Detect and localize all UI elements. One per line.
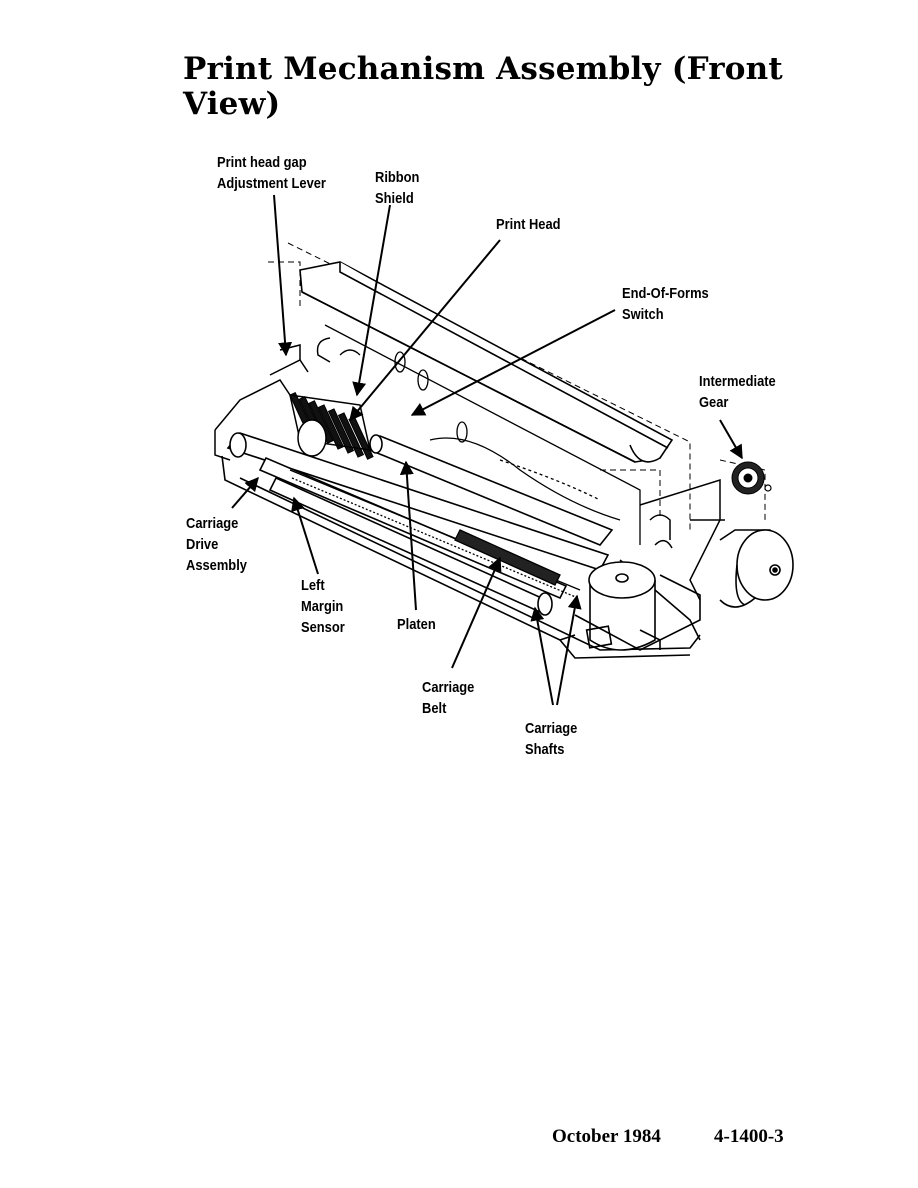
callout-left-margin-sensor: Left Margin Sensor xyxy=(301,575,345,638)
callout-text: Shield xyxy=(375,190,414,207)
footer-date: October 1984 xyxy=(552,1126,661,1147)
callout-platen: Platen xyxy=(397,614,436,635)
right-motor xyxy=(719,529,794,608)
title-line-2: View) xyxy=(183,86,281,122)
paper-chute xyxy=(324,324,641,545)
carriage-shafts-leader-1 xyxy=(530,606,554,706)
callout-text: Sensor xyxy=(301,619,345,636)
callout-text: Gear xyxy=(699,394,729,411)
callout-text: Intermediate xyxy=(699,373,776,390)
left-margin-leader xyxy=(291,496,319,575)
callout-text: Margin xyxy=(301,598,344,615)
ribbon-guide-bar xyxy=(299,261,674,463)
print-head-cluster xyxy=(289,391,374,460)
callout-text: Ribbon xyxy=(375,169,420,186)
callout-carriage-drive-assembly: Carriage Drive Assembly xyxy=(186,513,247,576)
callout-text: Assembly xyxy=(186,557,247,574)
ribbon-shield-leader xyxy=(352,204,391,397)
carriage-belt xyxy=(289,469,581,599)
title-line-1: Print Mechanism Assembly (Front xyxy=(183,51,783,87)
print-head-leader xyxy=(349,239,501,422)
callout-text: Print head gap xyxy=(217,154,307,171)
callout-text: Shafts xyxy=(525,741,565,758)
callout-text: End-Of-Forms xyxy=(622,285,709,302)
callout-text: Switch xyxy=(622,306,664,323)
callout-ribbon-shield: Ribbon Shield xyxy=(375,167,419,209)
callout-end-of-forms-switch: End-Of-Forms Switch xyxy=(622,283,709,325)
callout-text: Belt xyxy=(422,700,447,717)
callout-text: Carriage xyxy=(525,720,578,737)
callout-carriage-belt: Carriage Belt xyxy=(422,677,474,719)
footer-page-number: 4-1400-3 xyxy=(714,1126,784,1147)
leader-lines xyxy=(231,194,743,706)
carriage-drive-leader xyxy=(231,476,259,509)
intermediate-gear xyxy=(731,461,772,495)
callout-intermediate-gear: Intermediate Gear xyxy=(699,371,776,413)
callout-print-head: Print Head xyxy=(496,214,561,235)
callout-text: Platen xyxy=(397,616,436,633)
end-of-forms-leader xyxy=(410,309,616,416)
drive-motor xyxy=(574,561,701,651)
callout-text: Print Head xyxy=(496,216,561,233)
base-plate xyxy=(221,455,701,659)
callout-text: Left xyxy=(301,577,325,594)
callout-text: Adjustment Lever xyxy=(217,175,326,192)
callout-carriage-shafts: Carriage Shafts xyxy=(525,718,577,760)
page-title: Print Mechanism Assembly (Front View) xyxy=(183,52,783,122)
callout-gap-adjustment-lever: Print head gap Adjustment Lever xyxy=(217,152,326,194)
callout-text: Drive xyxy=(186,536,219,553)
callout-text: Carriage xyxy=(422,679,475,696)
carriage-belt-leader xyxy=(451,556,502,669)
callout-text: Carriage xyxy=(186,515,239,532)
intermediate-gear-leader xyxy=(719,419,743,460)
gap-lever-leader xyxy=(273,194,293,357)
platen-leader xyxy=(399,460,417,611)
carriage-shafts-leader-2 xyxy=(556,594,582,706)
right-side-frame xyxy=(639,478,725,601)
left-side-frame xyxy=(214,337,331,461)
